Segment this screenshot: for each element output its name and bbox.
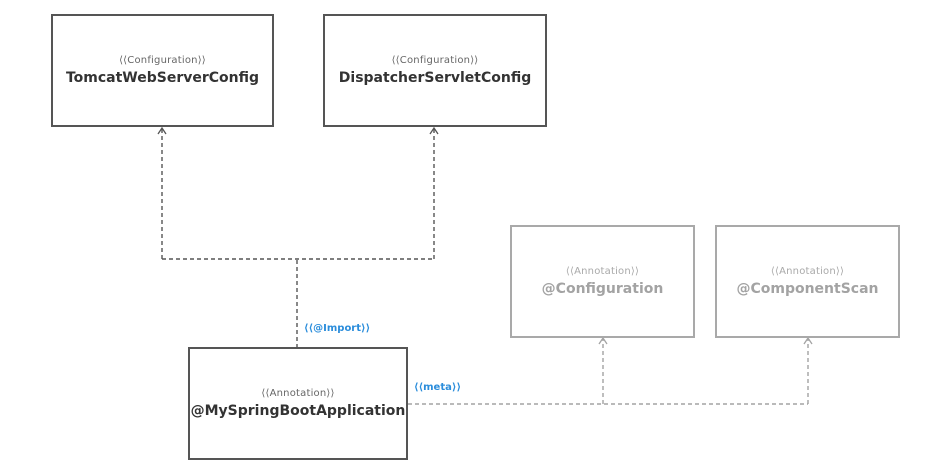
meta-arrowheads — [598, 336, 813, 345]
arrowhead-tomcat — [157, 126, 167, 135]
node-componentscan-annotation[interactable]: ⟨⟨Annotation⟩⟩ @ComponentScan — [715, 225, 900, 338]
node-name: TomcatWebServerConfig — [65, 70, 260, 86]
node-name: @Configuration — [541, 281, 664, 297]
import-connector — [161, 129, 435, 348]
node-myspringboot-application[interactable]: ⟨⟨Annotation⟩⟩ @MySpringBootApplication — [188, 347, 408, 460]
node-stereotype: ⟨⟨Configuration⟩⟩ — [119, 55, 206, 66]
arrowhead-configuration — [598, 336, 608, 345]
import-edge-label: ⟨⟨@Import⟩⟩ — [304, 323, 371, 334]
node-tomcat-webserver-config[interactable]: ⟨⟨Configuration⟩⟩ TomcatWebServerConfig — [51, 14, 274, 127]
node-stereotype: ⟨⟨Configuration⟩⟩ — [391, 55, 479, 66]
node-name: @MySpringBootApplication — [190, 403, 406, 419]
node-stereotype: ⟨⟨Annotation⟩⟩ — [261, 388, 335, 399]
node-name: @ComponentScan — [736, 281, 879, 297]
node-stereotype: ⟨⟨Annotation⟩⟩ — [565, 266, 640, 277]
node-dispatcher-servlet-config[interactable]: ⟨⟨Configuration⟩⟩ DispatcherServletConfi… — [323, 14, 547, 127]
node-configuration-annotation[interactable]: ⟨⟨Annotation⟩⟩ @Configuration — [510, 225, 695, 338]
node-stereotype: ⟨⟨Annotation⟩⟩ — [770, 266, 845, 277]
node-name: DispatcherServletConfig — [338, 70, 532, 86]
meta-connector — [408, 339, 809, 405]
arrowhead-componentscan — [803, 336, 813, 345]
import-arrowheads — [157, 126, 439, 135]
meta-edge-label: ⟨⟨meta⟩⟩ — [414, 382, 462, 393]
arrowhead-dispatcher — [429, 126, 439, 135]
